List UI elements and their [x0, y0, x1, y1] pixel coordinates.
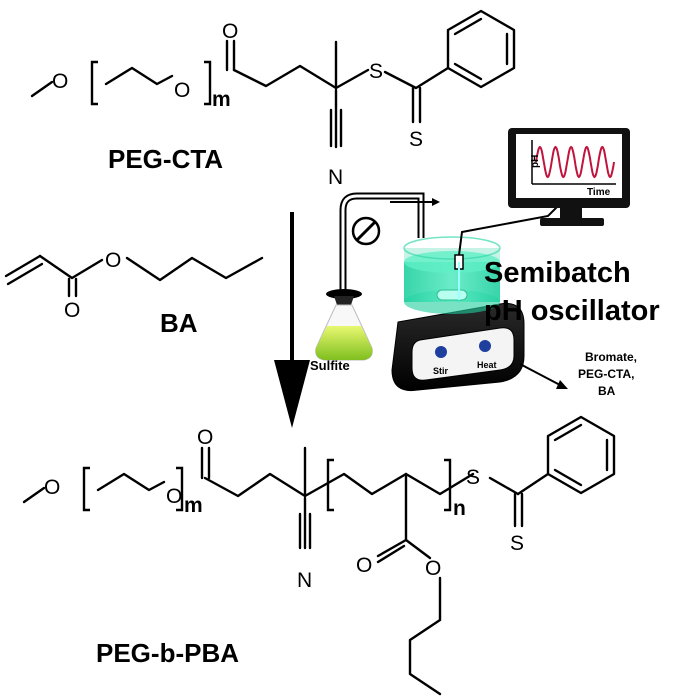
flow-arrow-head [432, 198, 440, 206]
ba-ester-chain [38, 254, 104, 280]
peg-cta-o-carbonyl: O [222, 20, 238, 43]
pba-o-carbonyl: O [197, 426, 213, 449]
peg-cta-linker [232, 64, 370, 90]
pba-ring-db-1 [553, 423, 583, 442]
oscillator-title-2: pH oscillator [484, 295, 660, 327]
pba-peg-bracket-right [176, 466, 184, 512]
peg-b-pba-structure: O O O S S N O O m n PEG-b-PBA [22, 415, 616, 696]
peg-cta-bracket-right [204, 60, 212, 106]
peg-cta-label: PEG-CTA [108, 144, 223, 174]
pba-o-ester: O [166, 485, 182, 508]
pba-ring-db-3 [553, 468, 583, 487]
peg-cta-bracket-left [90, 60, 98, 106]
monitor-neck [560, 208, 582, 218]
pba-repeat-m: m [184, 494, 203, 517]
peg-cta-peg-unit [104, 66, 174, 86]
reaction-beaker [403, 236, 501, 314]
stir-plate: Stir Heat [391, 302, 525, 392]
peg-cta-benzene-ring [446, 9, 516, 89]
pba-o-methoxy: O [44, 476, 60, 499]
ba-butyl-chain [125, 256, 264, 282]
peg-cta-n-nitrile: N [328, 166, 343, 189]
feed-line-1: Bromate, [585, 350, 637, 364]
pba-butyl-chain [408, 576, 442, 696]
semibatch-apparatus: Stir Heat Sulfite [310, 128, 660, 398]
ba-vinyl-1 [4, 254, 42, 278]
stir-label: Stir [433, 366, 449, 376]
pba-side-carbonyl-a [376, 538, 408, 558]
pump-icon [351, 216, 381, 246]
ph-monitor: pH Time [508, 128, 630, 226]
monitor-xlabel: Time [587, 187, 611, 198]
peg-cta-ring-db-1 [453, 17, 483, 36]
pba-pba-bracket-right [444, 458, 452, 512]
ba-o-ester: O [105, 249, 121, 272]
peg-cta-repeat-m: m [212, 88, 231, 111]
heat-label: Heat [477, 360, 497, 370]
monitor-stand [540, 218, 604, 226]
peg-cta-structure: O O O S S N m PEG-CTA [30, 9, 516, 189]
monitor-screen [516, 134, 622, 198]
peg-cta-s-thio: S [369, 60, 383, 83]
pba-main-chain [203, 472, 475, 498]
peg-cta-thio-chain [383, 66, 450, 90]
pba-o-ba-carbonyl: O [356, 554, 372, 577]
ba-label: BA [160, 308, 198, 338]
pba-peg-bracket-left [82, 466, 90, 512]
pba-thio-bond [488, 476, 520, 496]
tubing-inner [341, 194, 423, 298]
pba-benzene-ring [546, 415, 616, 495]
sulfite-label: Sulfite [310, 358, 350, 373]
pba-n-nitrile: N [297, 569, 312, 592]
sulfite-flask: Sulfite [310, 289, 373, 373]
stir-button[interactable] [435, 346, 447, 358]
stir-bar [436, 289, 468, 301]
pba-s-thio: S [466, 466, 480, 489]
pba-o-ba-ester: O [425, 557, 441, 580]
peg-cta-o-methoxy: O [52, 70, 68, 93]
pba-side-ester [404, 538, 432, 560]
pba-s-thione: S [510, 532, 524, 555]
peg-cta-o-ester: O [174, 79, 190, 102]
ba-o-carbonyl: O [64, 299, 80, 322]
pba-label: PEG-b-PBA [96, 638, 239, 668]
pba-ring-link [516, 472, 550, 496]
heat-button[interactable] [479, 340, 491, 352]
oscillator-title-1: Semibatch [484, 257, 631, 289]
pba-pba-bracket-left [326, 458, 334, 512]
peg-cta-ring-db-3 [453, 62, 483, 81]
monitor-ylabel: pH [530, 155, 541, 168]
feed-line-2: PEG-CTA, [578, 367, 634, 381]
feed-arrow-head [556, 380, 568, 389]
ph-wave [535, 145, 615, 179]
ba-structure: O O BA [4, 249, 264, 338]
feed-arrow-line [519, 363, 561, 386]
pba-methoxy [22, 486, 46, 504]
peg-cta-s-thione: S [409, 128, 423, 151]
pba-side-carbonyl-b [376, 544, 406, 564]
peg-cta-backbone-left [30, 80, 54, 98]
ba-vinyl-2 [6, 262, 44, 286]
pba-repeat-n: n [453, 497, 466, 520]
arrow-head [274, 360, 310, 428]
reaction-arrow [274, 212, 310, 428]
pba-peg-unit [96, 472, 166, 492]
feed-line-3: BA [598, 384, 616, 398]
